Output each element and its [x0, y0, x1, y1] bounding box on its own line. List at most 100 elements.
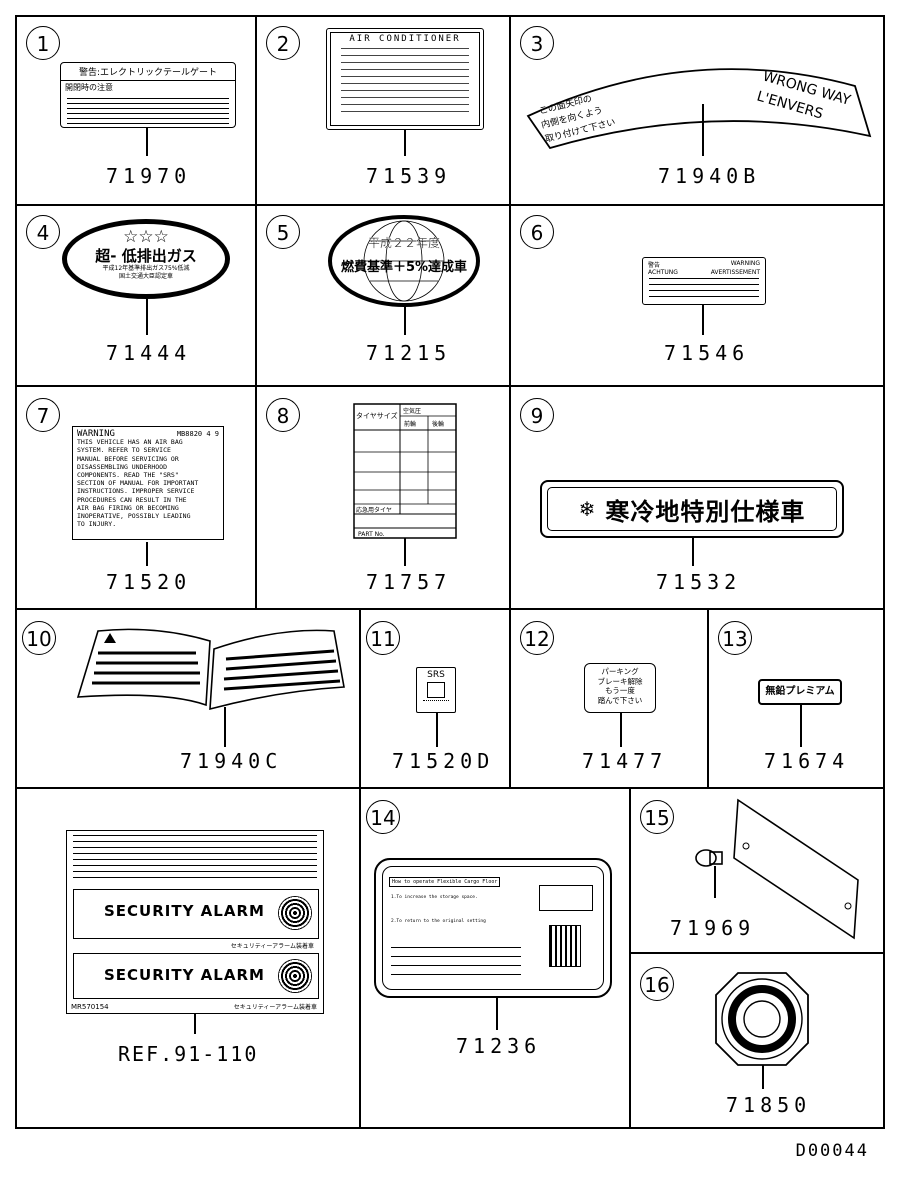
label-71215-line2: 燃費基準＋5%達成車: [341, 259, 467, 275]
leader-11: [436, 713, 438, 747]
label-71532: ❄ 寒冷地特別仕様車: [540, 480, 844, 538]
label-71520-line: PROCEDURES CAN RESULT IN THE: [77, 495, 187, 504]
label-71970-lines: [67, 98, 229, 126]
part-number-71546: 71546: [664, 341, 750, 365]
label-71546: 警告 WARNING ACHTUNG AVERTISSEMENT: [642, 257, 766, 305]
label-71215-line1: 平成２２年度: [368, 235, 440, 250]
label-71520-line: AIR BAG FIRING OR BECOMING: [77, 503, 179, 512]
cell-4: 4 ☆☆☆ 超- 低排出ガス 平成12年基準排出ガス75%低減 国土交通大臣認定…: [16, 205, 256, 386]
cargo-floor-illustration: [549, 925, 581, 967]
label-71520-title: WARNING: [77, 429, 115, 439]
label-71757-spare: 応急用タイヤ: [356, 506, 392, 514]
leader-15: [714, 866, 716, 898]
label-71757-size: タイヤサイズ: [356, 411, 398, 420]
label-71520-line: INSTRUCTIONS. IMPROPER SERVICE: [77, 487, 195, 496]
leader-4: [146, 299, 148, 335]
callout-10: 10: [22, 621, 56, 655]
label-71520-line: DISASSEMBLING UNDERHOOD: [77, 462, 168, 471]
leader-12: [620, 713, 622, 747]
label-71477-line1: パーキング: [601, 667, 639, 676]
label-71546-en: WARNING: [730, 260, 760, 267]
part-number-71970: 71970: [106, 164, 192, 188]
label-71236-title: How to operate Flexible Cargo Floor: [389, 877, 501, 887]
callout-5: 5: [266, 215, 300, 249]
callout-14: 14: [366, 800, 400, 834]
label-71757-front: 前輪: [404, 420, 416, 428]
label-71477: パーキング ブレーキ解除 もう一度 踏んで下さい: [584, 663, 656, 713]
label-71236-step1: 1.To increase the storage space.: [391, 895, 478, 900]
leader-13: [800, 705, 802, 747]
cell-8: 8 タイヤサイズ 空気圧 前輪 後輪 応急用タイヤ PART No. 71757: [256, 386, 510, 609]
cell-6: 6 警告 WARNING ACHTUNG AVERTISSEMENT 71546: [510, 205, 884, 386]
cell-11: 11 SRS 71520D: [360, 609, 510, 788]
callout-11: 11: [366, 621, 400, 655]
security-alarm-block-1: SECURITY ALARM セキュリティーアラーム装着車: [73, 889, 319, 950]
label-71520-line: TO INJURY.: [77, 520, 117, 529]
label-71757-pressure: 空気圧: [403, 407, 421, 415]
security-alarm-code: MR570154: [71, 1003, 109, 1011]
label-security-alarm: SECURITY ALARM セキュリティーアラーム装着車 SECURITY A…: [66, 830, 324, 1014]
callout-15: 15: [640, 800, 674, 834]
label-71236: How to operate Flexible Cargo Floor 1.To…: [374, 858, 612, 998]
label-71546-de: ACHTUNG: [648, 269, 678, 276]
label-71546-lines: [649, 278, 759, 300]
label-71757-partno: PART No.: [358, 531, 385, 538]
part-number-71674: 71674: [764, 749, 850, 773]
label-71215: 平成２２年度 燃費基準＋5%達成車: [328, 215, 480, 307]
label-71539: AIR CONDITIONER: [326, 28, 484, 130]
part-number-71940B: 71940B: [658, 164, 761, 188]
leader-3: [702, 104, 704, 156]
leader-1: [146, 128, 148, 156]
snowflake-icon: ❄: [578, 497, 596, 521]
callout-13: 13: [718, 621, 752, 655]
label-71477-line2: ブレーキ解除: [597, 676, 643, 686]
cell-3: 3 この面矢印の 内側を向くよう 取り付けて下さい WRONG WAY L'EN…: [510, 16, 884, 205]
label-71539-lines: [341, 48, 469, 118]
security-alarm-text-1: SECURITY ALARM: [104, 902, 265, 920]
cell-1: 1 警告:エレクトリックテールゲート 開閉時の注意 71970: [16, 16, 256, 205]
label-71444-line2: 国土交通大臣認定車: [118, 273, 173, 280]
cargo-floor-illustration: [539, 885, 593, 911]
security-alarm-caption-1: セキュリティーアラーム装着車: [230, 941, 314, 950]
label-71236-lines: [391, 947, 521, 977]
cap-emblem: [715, 972, 809, 1066]
leader-16: [762, 1065, 764, 1089]
label-71520-line: COMPONENTS. READ THE "SRS": [77, 471, 179, 480]
part-number-71520: 71520: [106, 570, 192, 594]
cell-ref-91-110: SECURITY ALARM セキュリティーアラーム装着車 SECURITY A…: [16, 788, 360, 1128]
leader-14: [496, 998, 498, 1030]
cell-5: 5 平成２２年度 燃費基準＋5%達成車 71215: [256, 205, 510, 386]
cell-12: 12 パーキング ブレーキ解除 もう一度 踏んで下さい 71477: [510, 609, 708, 788]
leader-5: [404, 305, 406, 335]
security-alarm-block-2: SECURITY ALARM: [73, 953, 319, 999]
label-71444-stars: ☆☆☆: [123, 227, 169, 247]
callout-16: 16: [640, 967, 674, 1001]
label-71520D: SRS: [416, 667, 456, 713]
label-71520-line: SYSTEM. REFER TO SERVICE: [77, 446, 171, 455]
cell-2: 2 AIR CONDITIONER 71539: [256, 16, 510, 205]
label-71520D-text: SRS: [427, 670, 445, 680]
label-71477-line4: 踏んで下さい: [597, 695, 643, 705]
cell-14: 14 How to operate Flexible Cargo Floor 1…: [360, 788, 630, 1128]
part-number-71969: 71969: [670, 916, 756, 940]
leader-2: [404, 130, 406, 156]
leader-ref: [194, 1014, 196, 1034]
callout-6: 6: [520, 215, 554, 249]
label-71444-line1: 平成12年基準排出ガス75%低減: [102, 265, 190, 272]
label-71520: WARNING MB8820 4 9 THIS VEHICLE HAS AN A…: [72, 426, 224, 540]
cell-13: 13 無鉛プレミアム 71674: [708, 609, 884, 788]
cell-7: 7 WARNING MB8820 4 9 THIS VEHICLE HAS AN…: [16, 386, 256, 609]
security-alarm-caption-2: セキュリティーアラーム装着車: [233, 1004, 317, 1011]
alarm-wave-icon: [278, 959, 312, 993]
callout-8: 8: [266, 398, 300, 432]
cell-10: 10 71940C: [16, 609, 360, 788]
part-number-71532: 71532: [656, 570, 742, 594]
cell-9: 9 ❄ 寒冷地特別仕様車 71532: [510, 386, 884, 609]
part-number-71215: 71215: [366, 341, 452, 365]
leader-10: [224, 707, 226, 747]
label-71444: ☆☆☆ 超- 低排出ガス 平成12年基準排出ガス75%低減 国土交通大臣認定車: [62, 219, 230, 299]
part-number-ref-91-110: REF.91-110: [118, 1042, 259, 1066]
callout-7: 7: [26, 398, 60, 432]
